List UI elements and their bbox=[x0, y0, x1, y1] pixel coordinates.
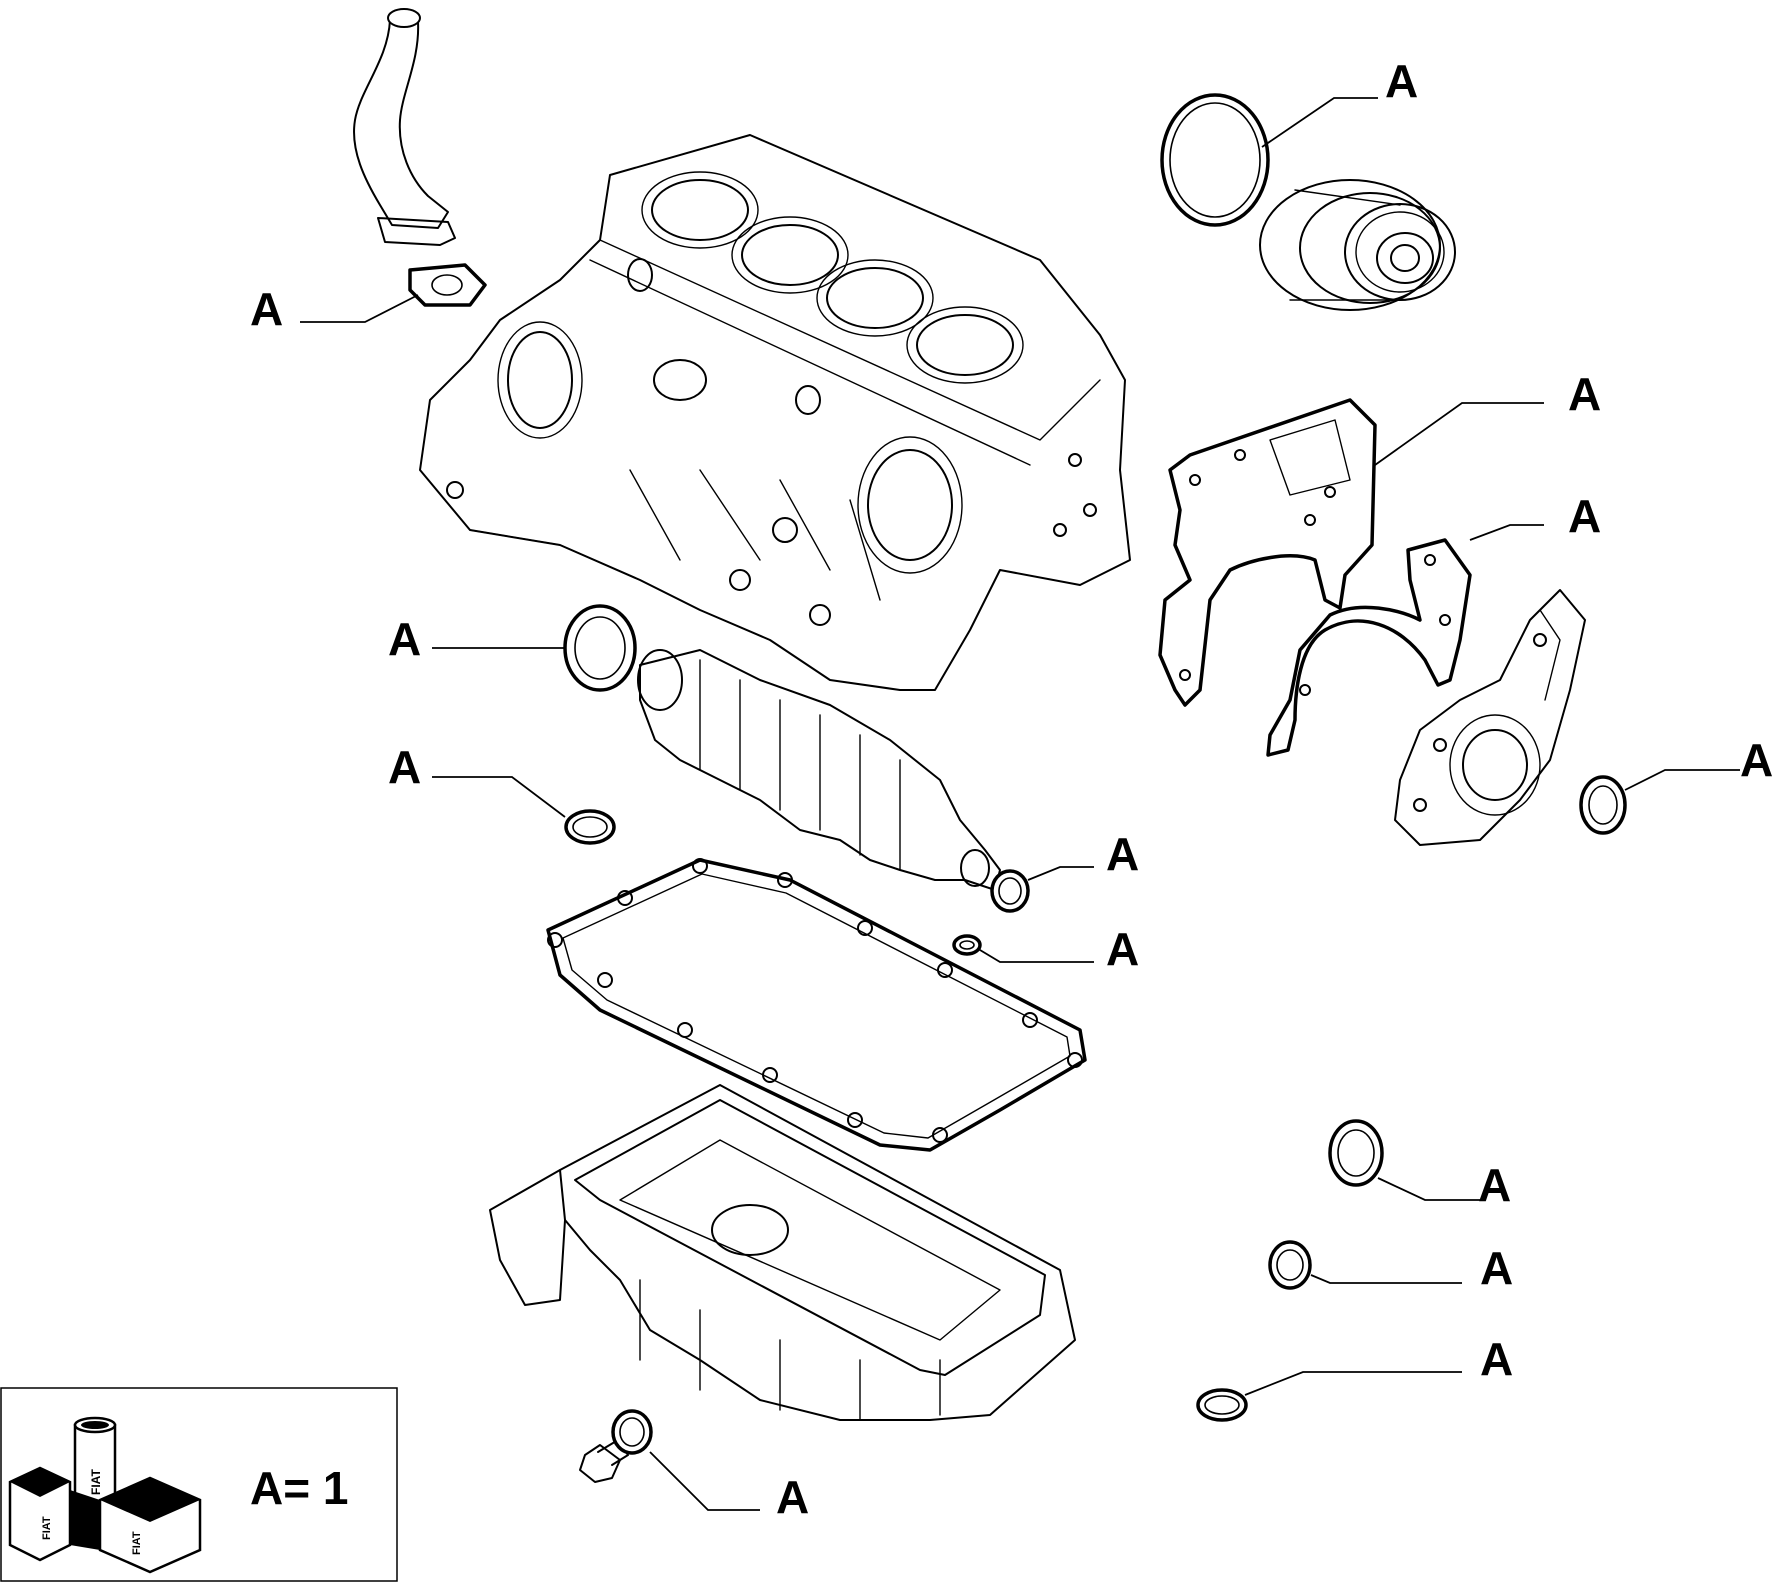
seal-loose-large bbox=[1328, 1119, 1384, 1187]
seal-loose-medium bbox=[1268, 1240, 1312, 1290]
seal-small-left bbox=[564, 809, 616, 845]
callout-label: A bbox=[1480, 1333, 1513, 1385]
callout-label: A bbox=[776, 1471, 809, 1523]
callout-label: A bbox=[1740, 734, 1773, 786]
leader-lines bbox=[300, 97, 1740, 1511]
callout-label: A bbox=[1568, 368, 1601, 420]
callout-label: A bbox=[1478, 1159, 1511, 1211]
seal-tiny-o-ring bbox=[952, 934, 982, 956]
oil-pan-gasket bbox=[546, 858, 1087, 1152]
gasket-oil-pipe-flange bbox=[408, 263, 487, 307]
legend-text: A= 1 bbox=[250, 1462, 348, 1514]
callout-label: A bbox=[388, 613, 421, 665]
callout-label: A bbox=[1106, 923, 1139, 975]
logo-text-3: FIAT bbox=[131, 1531, 143, 1555]
logo-text-2: FIAT bbox=[41, 1516, 53, 1540]
seal-oil-pump bbox=[1579, 775, 1627, 835]
seal-front-crank bbox=[990, 869, 1030, 913]
oil-pan bbox=[489, 1084, 1076, 1421]
seal-pulley-ring bbox=[1160, 93, 1270, 227]
callout-label: A bbox=[250, 283, 283, 335]
callout-label: A bbox=[388, 741, 421, 793]
logo-text: FIAT bbox=[89, 1469, 103, 1495]
timing-cover-gasket bbox=[1158, 398, 1377, 707]
crankshaft bbox=[637, 649, 1001, 891]
oil-pump-housing bbox=[1394, 589, 1586, 846]
oil-pump-gasket bbox=[1266, 538, 1472, 757]
callout-label: A bbox=[1480, 1242, 1513, 1294]
seal-loose-flat bbox=[1196, 1388, 1248, 1422]
fiat-parts-kit-icon: FIAT FIAT FIAT bbox=[8, 1416, 202, 1574]
callout-labels: A A A A A A A A A A A A A bbox=[250, 55, 1773, 1523]
gasket-bolt-holes bbox=[547, 858, 1083, 1143]
seal-rear-crank bbox=[563, 604, 637, 692]
legend-box: FIAT FIAT FIAT A= 1 bbox=[0, 1387, 398, 1582]
engine-block bbox=[419, 134, 1131, 691]
callout-label: A bbox=[1568, 490, 1601, 542]
seal-drain-plug bbox=[611, 1409, 653, 1455]
crankshaft-pulley bbox=[1259, 179, 1456, 311]
callout-label: A bbox=[1106, 828, 1139, 880]
oil-pipe bbox=[353, 8, 456, 246]
seals bbox=[408, 93, 1627, 1455]
callout-label: A bbox=[1385, 55, 1418, 107]
